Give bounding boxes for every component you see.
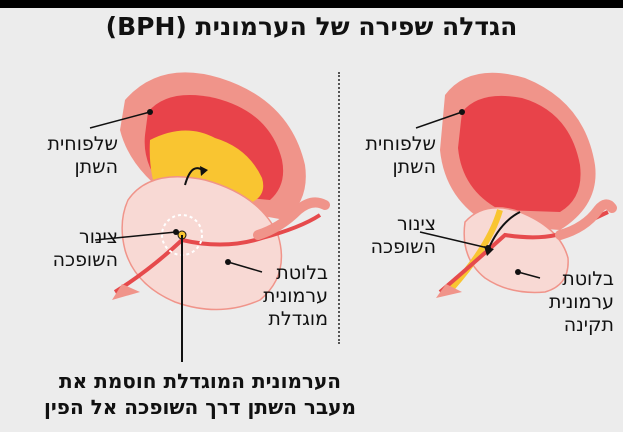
left-bladder-label: שלפוחית השתן bbox=[22, 133, 118, 179]
left-prostate-label-line1: בלוטת bbox=[232, 262, 328, 285]
right-bladder-label-line2: השתן bbox=[340, 156, 436, 179]
right-anatomy bbox=[416, 73, 612, 298]
right-urethra-label-line2: השופכה bbox=[340, 236, 436, 259]
panel-divider bbox=[338, 72, 340, 344]
left-bladder-label-line2: השתן bbox=[22, 156, 118, 179]
caption-line1: הערמונית המוגדלת חוסמת את bbox=[0, 368, 400, 394]
right-prostate-label-line2: ערמונית bbox=[518, 291, 614, 314]
right-prostate-label: בלוטת ערמונית תקינה bbox=[518, 268, 614, 337]
left-urethra-label-line2: השופכה bbox=[22, 249, 118, 272]
left-prostate-label-line3: מוגדלת bbox=[232, 308, 328, 331]
right-prostate-label-line3: תקינה bbox=[518, 314, 614, 337]
blockage-caption: הערמונית המוגדלת חוסמת את מעבר השתן דרך … bbox=[0, 368, 400, 420]
left-prostate-label: בלוטת ערמונית מוגדלת bbox=[232, 262, 328, 331]
left-bladder-label-line1: שלפוחית bbox=[22, 133, 118, 156]
right-urethra-label: צינור השופכה bbox=[340, 213, 436, 259]
left-prostate-label-line2: ערמונית bbox=[232, 285, 328, 308]
right-bladder-label-line1: שלפוחית bbox=[340, 133, 436, 156]
left-urethra-label: צינור השופכה bbox=[22, 226, 118, 272]
left-urethra-label-line1: צינור bbox=[22, 226, 118, 249]
right-prostate-label-line1: בלוטת bbox=[518, 268, 614, 291]
right-bladder-label: שלפוחית השתן bbox=[340, 133, 436, 179]
right-urethra-label-line1: צינור bbox=[340, 213, 436, 236]
caption-line2: מעבר השתן דרך השופכה אל הפין bbox=[0, 394, 400, 420]
